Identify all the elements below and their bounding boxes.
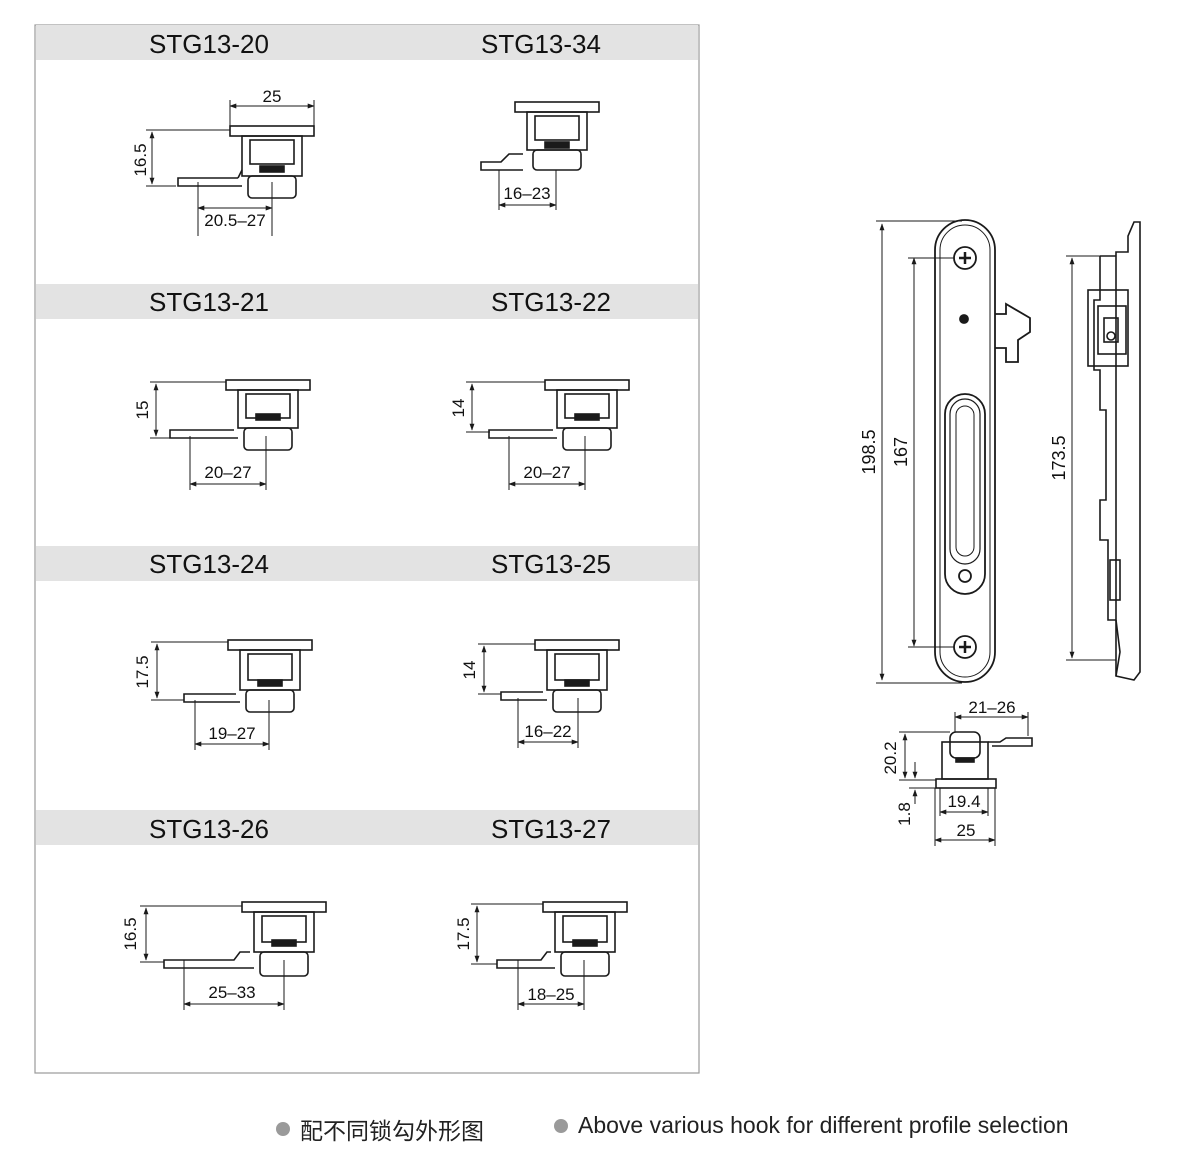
dim-cut-range: 16–23: [503, 184, 550, 203]
dim-cut-range: 16–22: [524, 722, 571, 741]
lock-front-view: [934, 219, 1031, 683]
lock-profile-icon: [488, 379, 630, 451]
model-title: STG13-27: [491, 814, 611, 844]
bullet-icon: [276, 1122, 290, 1136]
dim-cut-range: 18–25: [527, 985, 574, 1004]
band-row-2: [36, 284, 698, 319]
note-english-text: Above various hook for different profile…: [578, 1112, 1069, 1138]
note-chinese: 配不同锁勾外形图: [276, 1112, 484, 1146]
note-chinese-text: 配不同锁勾外形图: [300, 1118, 484, 1144]
dim-face-width: 25: [263, 87, 282, 106]
dim-cut-height: 16.5: [131, 143, 150, 176]
dim-cut-height: 15: [133, 401, 152, 420]
bullet-icon: [554, 1118, 568, 1133]
dim-cut-range: 20–27: [523, 463, 570, 482]
note-english: Above various hook for different profile…: [554, 1112, 1069, 1139]
dim-hole-pitch: 167: [891, 437, 911, 467]
dim-cut-range: 20.5–27: [204, 211, 265, 230]
model-title: STG13-34: [481, 29, 601, 59]
dim-cut-height: 16.5: [121, 917, 140, 950]
dim-side-length: 173.5: [1049, 435, 1069, 480]
lock-bottom-view: [935, 731, 1033, 789]
dim-cut-height: 14: [460, 661, 479, 680]
lock-side-view: [1087, 221, 1141, 681]
dim-cut-height: 17.5: [454, 917, 473, 950]
model-title: STG13-22: [491, 287, 611, 317]
dim-cut-height: 17.5: [133, 655, 152, 688]
footer-notes: 配不同锁勾外形图 Above various hook for differen…: [0, 1108, 1200, 1148]
variants-panel: [34, 24, 700, 1074]
model-title: STG13-21: [149, 287, 269, 317]
lock-profile-icon: [500, 639, 620, 713]
dim-body-width: 19.4: [947, 792, 980, 811]
dim-face-width: 25: [957, 821, 976, 840]
dim-cut-range: 20–27: [204, 463, 251, 482]
dim-cut-height: 14: [449, 399, 468, 418]
lock-profile-icon: [183, 639, 313, 713]
dim-flange-thickness: 1.8: [895, 802, 914, 826]
model-title: STG13-25: [491, 549, 611, 579]
lock-profile-icon: [480, 101, 600, 171]
dim-overall-length: 198.5: [859, 429, 879, 474]
model-title: STG13-26: [149, 814, 269, 844]
band-row-1: [36, 25, 698, 60]
model-title: STG13-20: [149, 29, 269, 59]
dim-hook-range: 21–26: [968, 698, 1015, 717]
dim-cut-range: 25–33: [208, 983, 255, 1002]
dim-cut-range: 19–27: [208, 724, 255, 743]
model-title: STG13-24: [149, 549, 269, 579]
band-row-4: [36, 810, 698, 845]
lock-profile-icon: [496, 901, 628, 977]
dim-body-height: 20.2: [881, 741, 900, 774]
band-row-3: [36, 546, 698, 581]
lock-profile-icon: [169, 379, 311, 451]
